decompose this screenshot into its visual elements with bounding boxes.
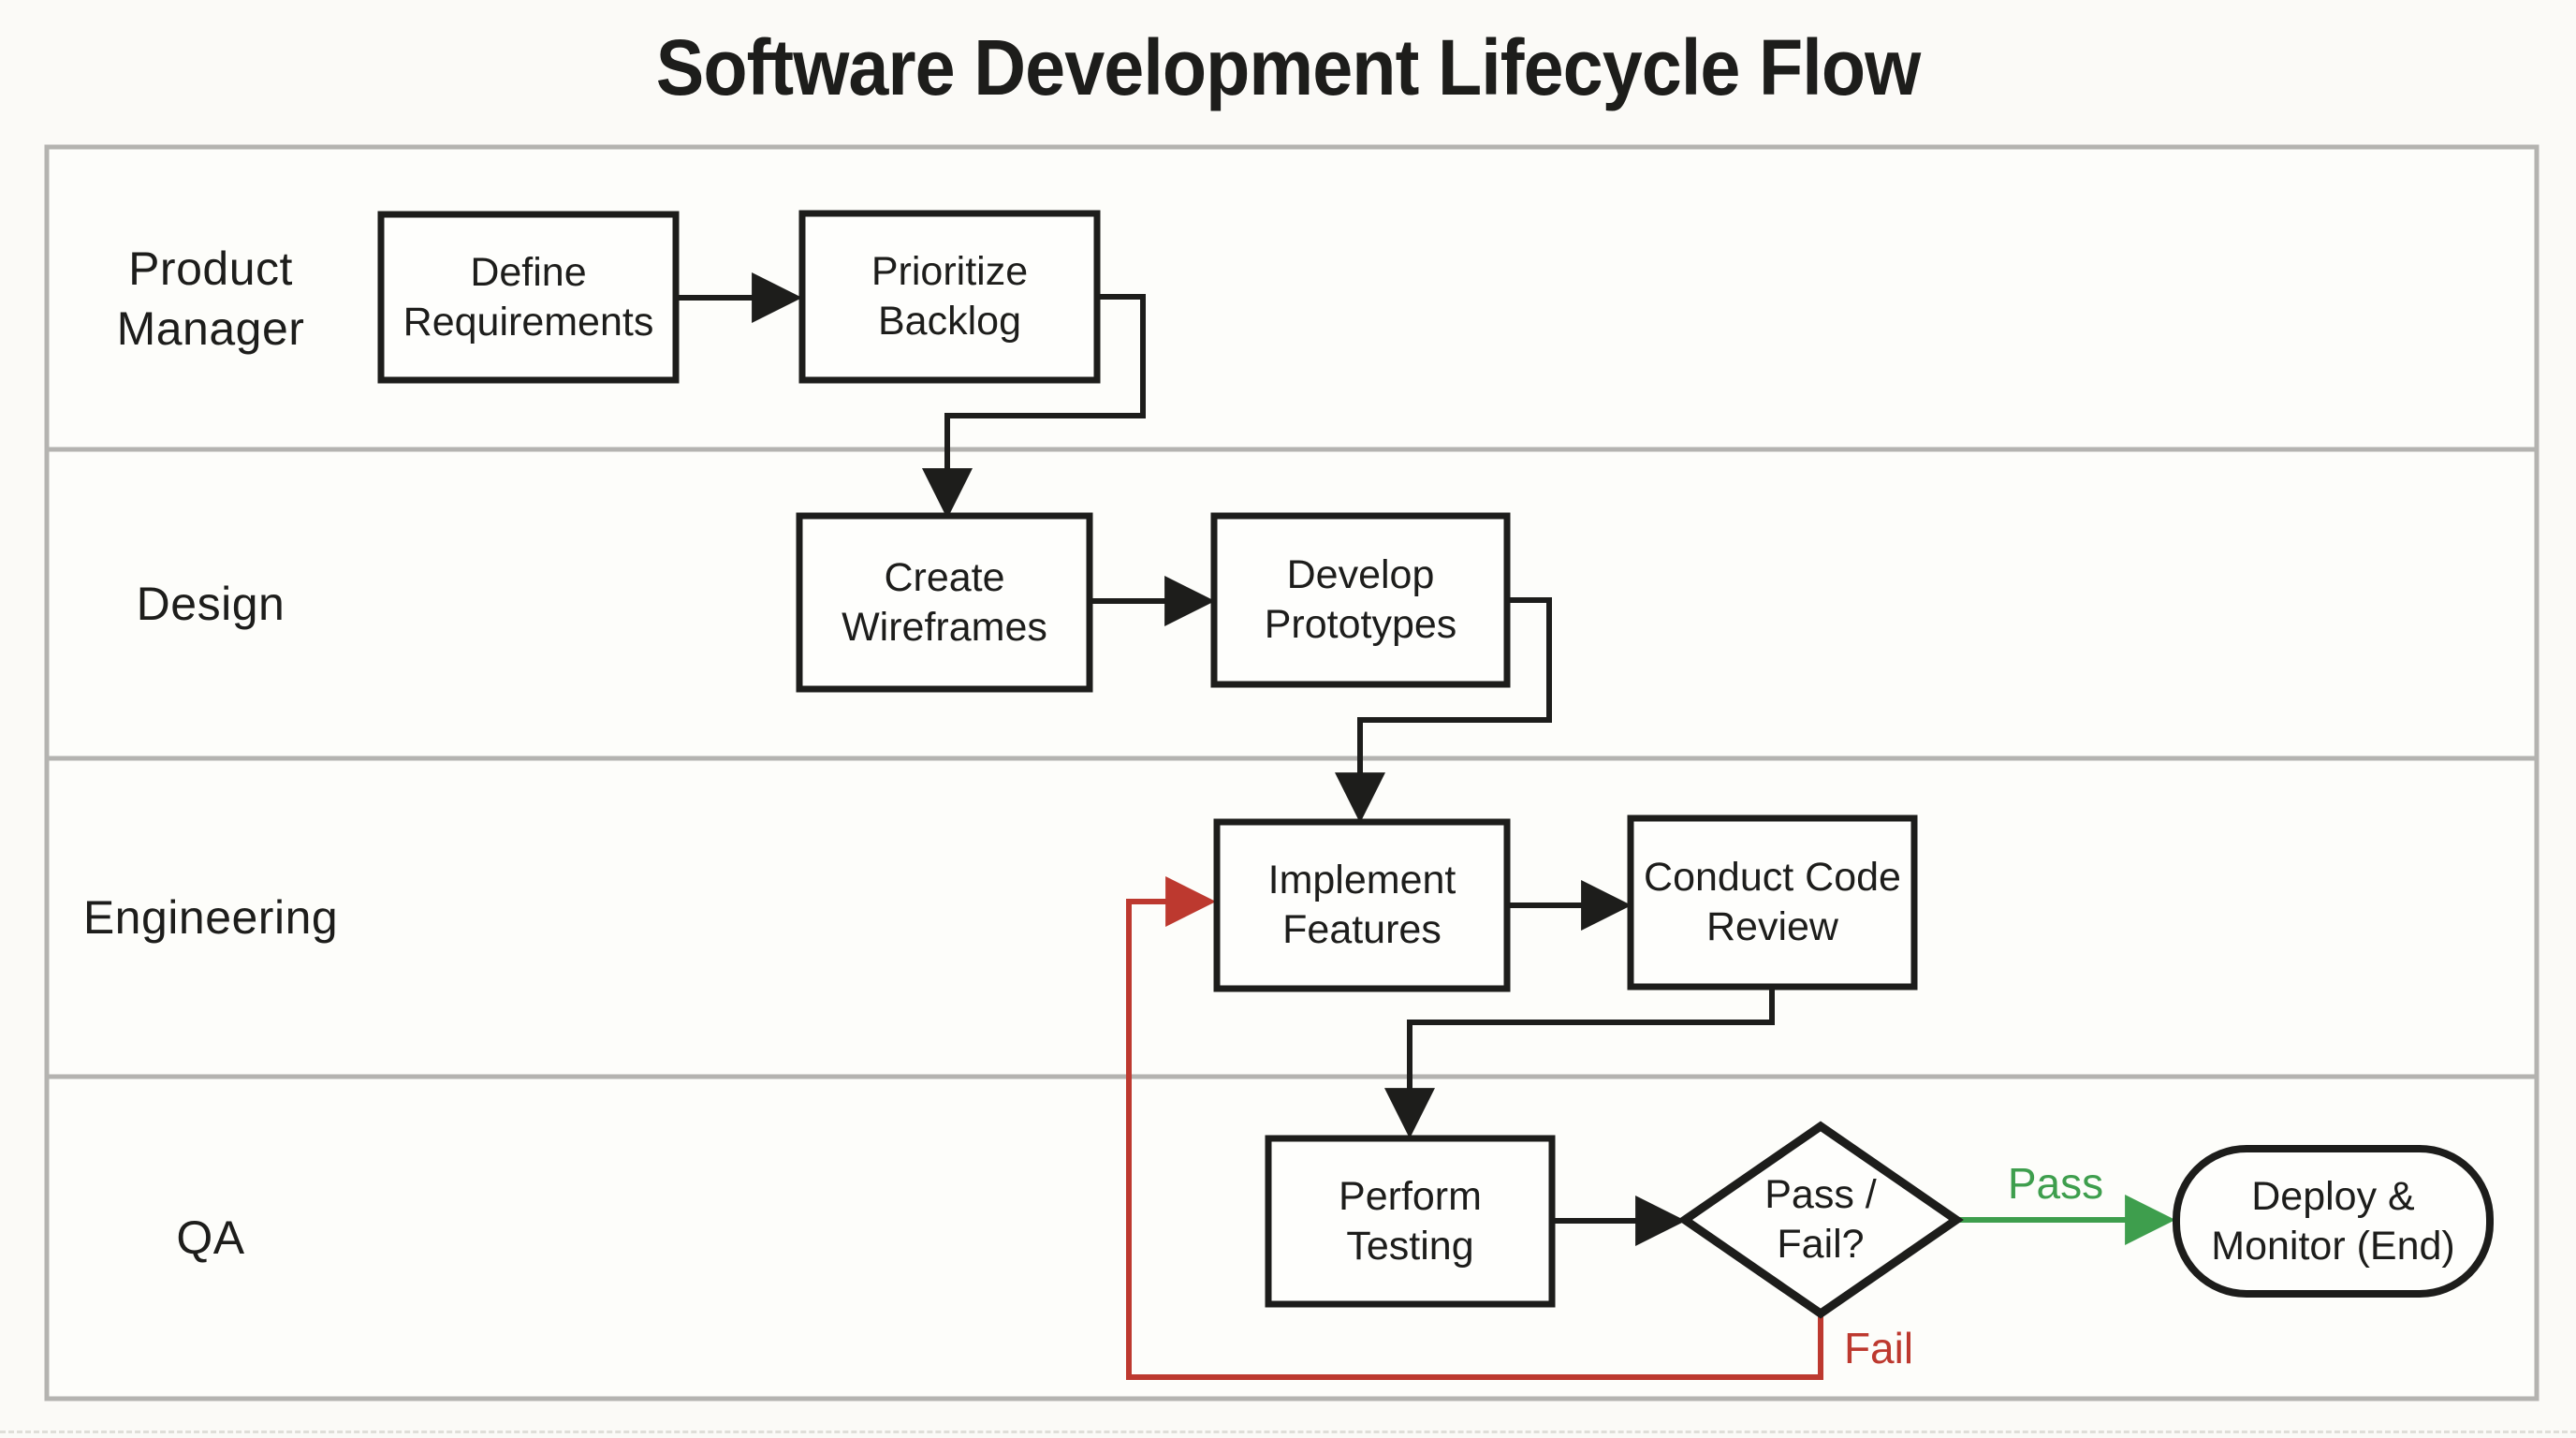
lane-label-design: Design (136, 578, 285, 630)
node-label-develop-prototypes: Develop Prototypes (1264, 552, 1457, 647)
lane-label-qa: QA (176, 1211, 245, 1264)
node-pass-fail-decision (1677, 1121, 1964, 1319)
lane-label-product-manager: Product Manager (116, 242, 305, 355)
edge-label-pass: Pass (2007, 1159, 2104, 1208)
node-label-define-requirements: Define Requirements (402, 249, 654, 345)
node-prioritize-backlog (798, 210, 1101, 384)
node-deploy-monitor-end (2173, 1145, 2494, 1298)
node-label-perform-testing: Perform Testing (1339, 1173, 1482, 1269)
node-label-conduct-code-review: Conduct Code Review (1644, 855, 1901, 949)
node-label-create-wireframes: Create Wireframes (842, 554, 1047, 650)
node-label-prioritize-backlog: Prioritize Backlog (871, 249, 1029, 344)
edge-decision-fail-to-implement (1126, 876, 1823, 1380)
node-perform-testing (1265, 1135, 1556, 1308)
node-implement-features (1213, 818, 1511, 992)
node-conduct-code-review (1627, 814, 1918, 990)
node-label-pass-fail-decision: Pass / Fail? (1764, 1172, 1877, 1267)
diagram-title: Software Development Lifecycle Flow (655, 22, 1922, 111)
edge-label-fail: Fail (1843, 1324, 1914, 1372)
node-label-implement-features: Implement Features (1267, 858, 1456, 952)
edge-prioritize-to-create (922, 294, 1146, 520)
edge-develop-to-implement (1335, 597, 1552, 824)
node-develop-prototypes (1210, 512, 1511, 688)
node-label-deploy-monitor-end: Deploy & Monitor (End) (2211, 1173, 2455, 1269)
node-define-requirements (377, 211, 680, 384)
edge-conduct-to-perform (1384, 987, 1775, 1139)
bottom-crop-artifact (0, 1431, 2576, 1433)
node-create-wireframes (796, 512, 1093, 693)
lane-label-engineering: Engineering (82, 891, 339, 944)
